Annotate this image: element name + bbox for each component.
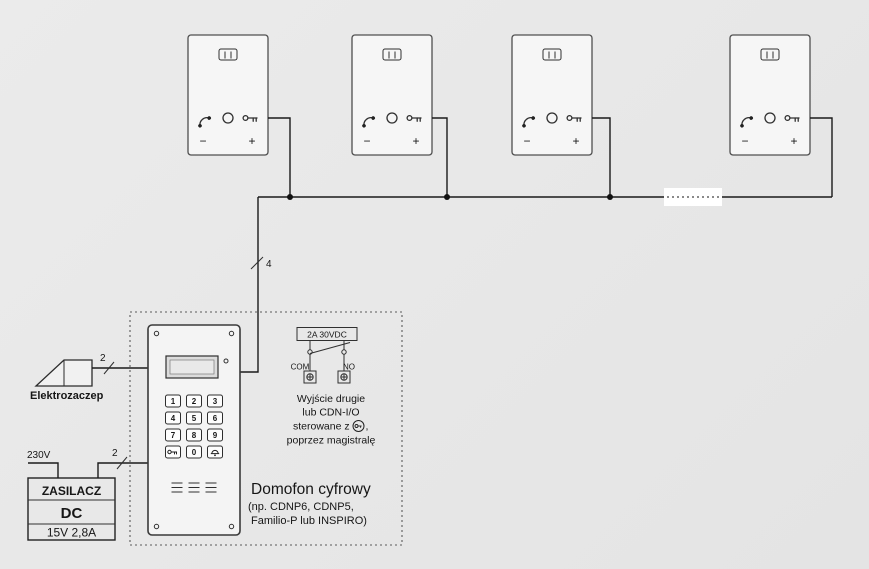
psu-rating-label: 15V 2,8A [47, 526, 96, 540]
unit1-drop-wire [268, 117, 291, 197]
keypad-key-2: 2 [192, 397, 197, 406]
panel-screw-icon [228, 330, 235, 337]
handset-unit-4 [729, 34, 811, 156]
door-station-subtitle-2: Familio-P lub INSPIRO) [251, 515, 367, 527]
panel-keypad: 1 2 3 4 5 6 7 8 9 0 [165, 394, 223, 459]
keypad-key-7: 7 [171, 431, 176, 440]
relay-rating-label: 2A 30VDC [307, 330, 347, 340]
keypad-key-3: 3 [213, 397, 218, 406]
keypad-key-9: 9 [213, 431, 218, 440]
keypad-key-1: 1 [171, 397, 176, 406]
relay-desc-line2: lub CDN-I/O [302, 407, 359, 419]
bus-junction-dot-3 [607, 194, 613, 200]
panel-screw-icon [228, 523, 235, 530]
riser-wire-count-label: 4 [266, 259, 272, 270]
unit4-drop-wire [810, 117, 833, 197]
keypad-key-8: 8 [192, 431, 197, 440]
keypad-key-4: 4 [171, 414, 176, 423]
relay-contact-no [341, 349, 347, 355]
relay-output-schematic: 2A 30VDC COM NO [291, 327, 358, 384]
riser-wire [240, 197, 259, 373]
psu-output-wire [97, 462, 148, 478]
panel-screw-icon [153, 523, 160, 530]
power-supply-box [27, 477, 116, 541]
key-in-circle-icon [352, 420, 365, 432]
mains-voltage-label: 230V [27, 450, 51, 461]
bus-break-symbol [664, 188, 722, 206]
strike-wire-count-label: 2 [100, 353, 106, 364]
unit3-drop-wire [592, 117, 611, 197]
relay-description: Wyjście drugie lub CDN-I/O sterowane z ,… [287, 393, 376, 447]
relay-desc-line1: Wyjście drugie [297, 393, 365, 405]
electric-strike-label: Elektrozaczep [30, 390, 104, 402]
door-panel: 1 2 3 4 5 6 7 8 9 0 [147, 324, 241, 536]
relay-switch-arm [309, 342, 351, 354]
relay-desc-line3: sterowane z [293, 421, 350, 433]
psu-name-label: ZASILACZ [42, 484, 101, 498]
psu-wire-count-label: 2 [112, 448, 118, 459]
keypad-key-6: 6 [213, 414, 218, 423]
panel-display [165, 355, 219, 379]
electric-strike [34, 359, 93, 387]
key-icon [167, 449, 177, 455]
panel-speaker-grille-icon [171, 482, 217, 493]
relay-com-label: COM [291, 363, 310, 372]
psu-wire-count-slash [116, 456, 128, 470]
door-station-title: Domofon cyfrowy [251, 481, 371, 498]
relay-no-label: NO [343, 363, 355, 372]
unit2-drop-wire [432, 117, 448, 197]
keypad-key-0: 0 [192, 448, 197, 457]
bell-icon [210, 449, 220, 457]
psu-type-label: DC [61, 505, 83, 522]
screw-terminal-icon [337, 370, 351, 384]
handset-unit-3 [511, 34, 593, 156]
mains-wire [28, 462, 59, 478]
strike-wire-count-slash [103, 361, 115, 375]
relay-desc-line4: poprzez magistralę [287, 435, 376, 447]
riser-wire-count-slash [250, 256, 264, 270]
screw-terminal-icon [303, 370, 317, 384]
handset-unit-2 [351, 34, 433, 156]
bus-junction-dot-1 [287, 194, 293, 200]
keypad-key-5: 5 [192, 414, 197, 423]
relay-contact-com [307, 349, 313, 355]
relay-desc-line3-comma: , [366, 421, 369, 433]
door-station-enclosure [129, 311, 403, 546]
door-station-subtitle-1: (np. CDNP6, CDNP5, [248, 501, 354, 513]
handset-unit-1 [187, 34, 269, 156]
panel-screw-icon [153, 330, 160, 337]
panel-led-icon [223, 358, 229, 364]
bus-junction-dot-2 [444, 194, 450, 200]
